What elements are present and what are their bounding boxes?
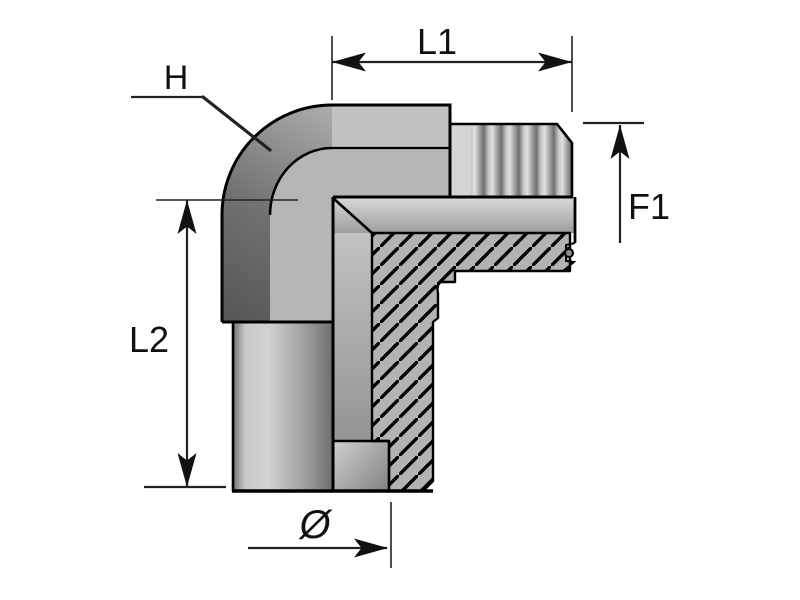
label-h: H bbox=[164, 59, 189, 97]
dimension-l1 bbox=[331, 36, 573, 112]
male-thread bbox=[451, 124, 572, 197]
label-l1: L1 bbox=[417, 21, 457, 62]
f1-arrow-up-icon bbox=[610, 125, 630, 159]
bottom-pipe bbox=[233, 322, 333, 491]
elbow-outer-band bbox=[222, 105, 332, 322]
l1-arrow-right-icon bbox=[538, 52, 572, 72]
h-leader-diagonal bbox=[201, 95, 272, 152]
label-l2: L2 bbox=[129, 319, 169, 360]
label-f1: F1 bbox=[628, 186, 670, 227]
elbow-fitting bbox=[220, 103, 577, 493]
bore-surface bbox=[333, 233, 372, 441]
dimension-l2 bbox=[144, 199, 298, 489]
body-top-facet bbox=[332, 105, 450, 148]
dia-arrow-right-icon bbox=[354, 538, 388, 558]
thread-leadin bbox=[451, 125, 471, 196]
dimension-diameter bbox=[248, 502, 392, 568]
socket-bore bbox=[333, 441, 389, 491]
elbow-body bbox=[270, 105, 450, 322]
oring-icon bbox=[564, 248, 574, 258]
neck-band bbox=[333, 197, 575, 233]
body-outlines bbox=[220, 103, 577, 493]
dimension-h bbox=[131, 95, 272, 152]
oring-groove bbox=[562, 242, 577, 272]
label-diameter: Ø bbox=[297, 503, 333, 547]
thread-outline bbox=[451, 122, 574, 197]
l2-arrow-down-icon bbox=[177, 453, 197, 487]
bore-chamfer-line bbox=[332, 197, 373, 234]
dimensions bbox=[131, 36, 644, 568]
inner-arc-line bbox=[268, 146, 333, 216]
l1-arrow-left-icon bbox=[332, 52, 366, 72]
section-hatch bbox=[370, 231, 572, 493]
l2-arrow-up-icon bbox=[177, 200, 197, 234]
dimension-f1 bbox=[583, 121, 644, 243]
